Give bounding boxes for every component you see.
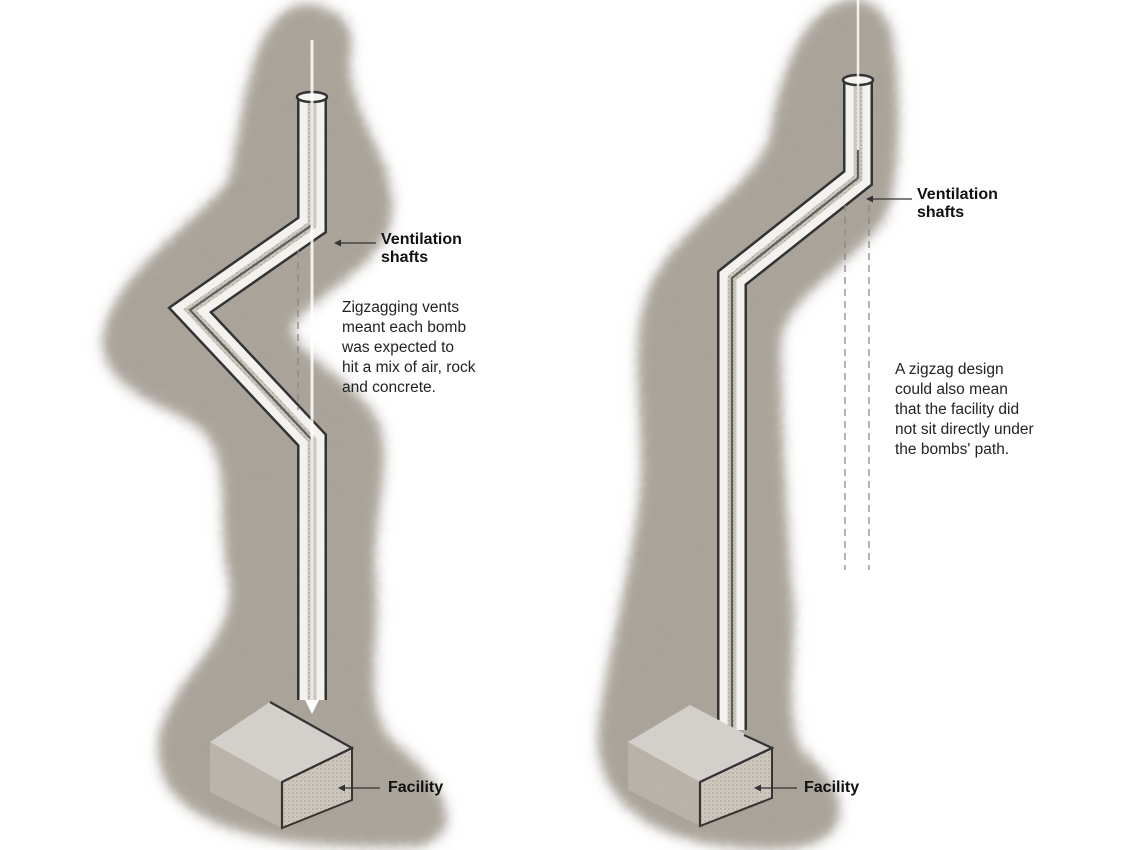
ventilation-shafts-label-left: Ventilation shafts — [381, 231, 462, 266]
rock-mass-left — [103, 5, 446, 846]
facility-label-left: Facility — [388, 779, 444, 796]
facility-block-left — [210, 701, 355, 830]
zigzag-note-left: Zigzagging vents meant each bomb was exp… — [342, 299, 476, 396]
zigzag-note-right: A zigzag design could also mean that the… — [895, 361, 1034, 458]
arrow-left-icon — [754, 784, 797, 792]
down-arrow-icon — [305, 40, 319, 714]
facility-label-right: Facility — [804, 779, 860, 796]
ventilation-shafts-label-right: Ventilation shafts — [917, 186, 998, 221]
arrow-left-icon — [866, 195, 912, 203]
arrow-left-icon — [338, 784, 380, 792]
arrow-left-icon — [334, 239, 376, 247]
rock-texture — [103, 5, 446, 846]
facility-block-right — [628, 705, 775, 828]
